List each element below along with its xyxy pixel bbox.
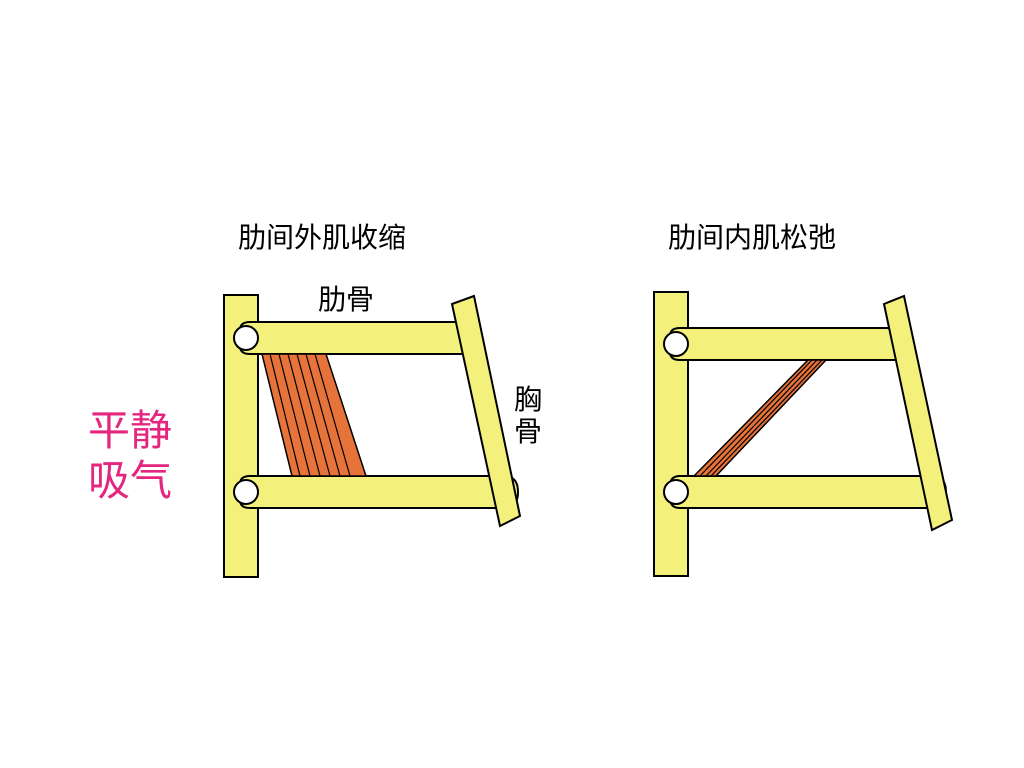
- left-upper-joint: [233, 325, 259, 351]
- rib-label: 肋骨: [318, 283, 375, 316]
- right-internal-intercostal-muscle: [692, 359, 828, 477]
- right-muscle-fibers: [699, 359, 823, 477]
- right-lower-rib: [669, 475, 948, 509]
- left-rib-model: [223, 294, 522, 578]
- quiet-inhalation-label: 平静吸气: [88, 406, 173, 506]
- left-upper-rib: [239, 321, 478, 355]
- right-lower-joint: [663, 479, 689, 505]
- right-upper-joint: [663, 331, 689, 357]
- left-diagram-title: 肋间外肌收缩: [238, 221, 407, 254]
- left-muscle-fibers: [269, 353, 351, 477]
- right-sternum: [882, 294, 954, 532]
- left-lower-joint: [233, 479, 259, 505]
- sternum-label: 胸骨: [514, 383, 543, 449]
- left-sternum: [450, 294, 522, 528]
- right-rib-model: [653, 291, 954, 577]
- left-lower-rib: [239, 475, 520, 509]
- right-diagram-title: 肋间内肌松弛: [668, 221, 837, 254]
- right-upper-rib: [669, 327, 912, 361]
